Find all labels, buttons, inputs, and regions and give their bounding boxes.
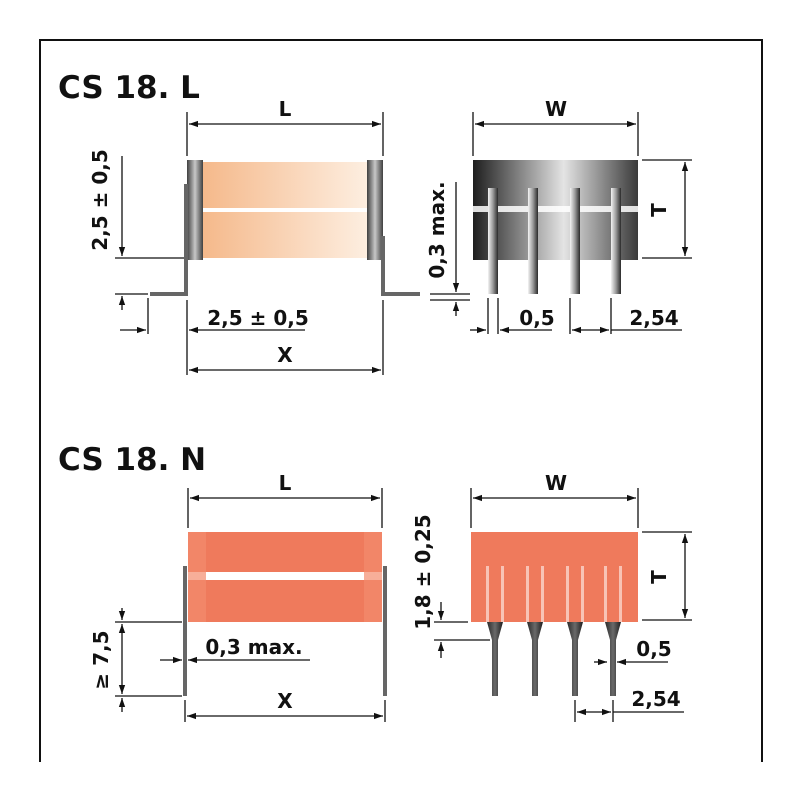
pin-2 [528, 188, 538, 294]
lead-left [150, 184, 188, 296]
pin-3 [566, 566, 584, 696]
resistor-body-lower [188, 580, 382, 622]
dim-overall: X [277, 343, 293, 367]
end-cap-left [187, 160, 203, 260]
dim-length: L [279, 471, 292, 495]
lead-right [381, 236, 420, 296]
side-view: L ≥ 7,5 0,3 max. X [89, 471, 387, 722]
section-cs18n: CS 18. N L ≥ 7,5 0,3 max. [58, 442, 692, 722]
dim-standoff: 1,8 ± 0,25 [411, 514, 435, 629]
dim-thickness: T [647, 203, 671, 217]
section-cs18l: CS 18. L L 2,5 ± 0,5 [58, 70, 692, 375]
end-view: W T 1,8 ± 0,25 0,5 2,54 [411, 471, 692, 722]
resistor-body-upper [203, 162, 367, 208]
pin-4 [604, 566, 622, 696]
dim-pitch: 2,54 [629, 306, 678, 330]
end-view: W T 0,3 max. 0,5 2,54 [425, 97, 692, 334]
dim-pitch: 2,54 [631, 687, 680, 711]
section-title: CS 18. L [58, 70, 200, 106]
dim-lead: 2,5 ± 0,5 [207, 306, 309, 330]
dim-lead-length: ≥ 7,5 [89, 630, 113, 689]
end-cap-right [367, 160, 383, 260]
pin-4 [611, 188, 621, 294]
dim-thickness: T [647, 570, 671, 584]
dim-overall: X [277, 689, 293, 713]
pin-1 [486, 566, 504, 696]
pin-1 [488, 188, 498, 294]
side-view: L 2,5 ± 0,5 2,5 ± 0,5 X [88, 97, 420, 375]
section-title: CS 18. N [58, 442, 206, 478]
dim-width: W [545, 471, 567, 495]
dim-pin-width: 0,5 [636, 637, 671, 661]
drawing-frame [39, 39, 763, 762]
dim-length: L [279, 97, 292, 121]
dim-pin-width: 0,5 [519, 306, 554, 330]
pin-3 [570, 188, 580, 294]
pin-2 [526, 566, 544, 696]
dim-height: 2,5 ± 0,5 [88, 149, 112, 251]
resistor-body-lower [203, 212, 367, 258]
dim-width: W [545, 97, 567, 121]
dim-lead-dia: 0,3 max. [205, 635, 302, 659]
resistor-body-upper [188, 532, 382, 572]
dim-clearance: 0,3 max. [425, 181, 449, 278]
